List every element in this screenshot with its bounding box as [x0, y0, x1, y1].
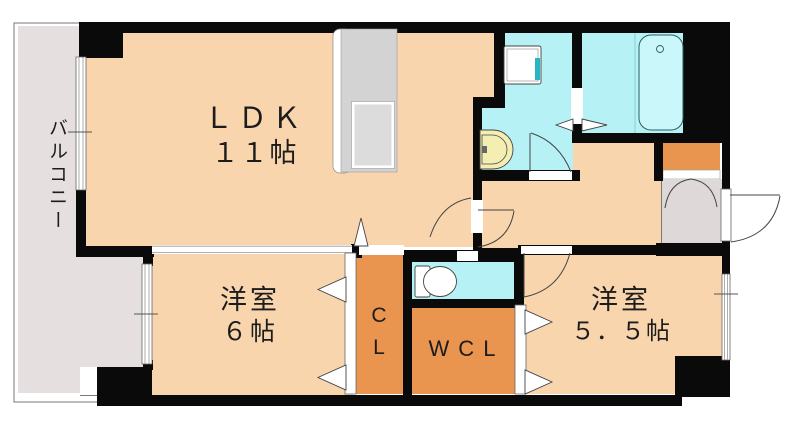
kitchen-sink-outline: [351, 101, 395, 169]
room55-label-name: 洋室: [591, 285, 651, 315]
bath-bifold-marker-left: [554, 118, 574, 132]
bathroom-door-gap: [571, 88, 583, 124]
wall-entrance-bottom: [656, 243, 730, 256]
room55-door-gap: [521, 246, 572, 254]
wall-bottom: [97, 395, 682, 406]
room55-door-arc: [523, 252, 571, 298]
toilet-bowl: [423, 266, 457, 297]
cl-label-c: C: [371, 304, 387, 327]
cl-fold-marker-top: [316, 276, 347, 303]
door-swings: [316, 118, 781, 395]
bath-bifold-marker-right: [581, 118, 608, 132]
ldk-fold-marker: [353, 217, 369, 247]
wall-room55-top: [518, 245, 730, 255]
shoe-cabinet-door-arcs: [664, 178, 718, 209]
toilet-door-arc: [477, 209, 515, 248]
wall-window6-top-stub: [143, 254, 153, 266]
ldk-label: ＬＤＫ １１帖: [168, 102, 342, 170]
shoe-cabinet-counter: [662, 169, 721, 180]
wall-right-below-window: [722, 358, 730, 396]
room6-label-name: 洋室: [220, 285, 280, 315]
openings: [68, 56, 738, 395]
wall-cabinet-left: [654, 133, 663, 181]
wall-left-segment: [76, 188, 86, 252]
ldk-label-name: ＬＤＫ: [203, 103, 306, 135]
cl-top-opening: [359, 245, 404, 255]
toilet-door-gap: [457, 251, 478, 261]
wall-toilet-wcl-divider: [412, 299, 516, 308]
wall-washroom-bottom: [477, 170, 580, 181]
vanity-counter: [479, 129, 514, 170]
entrance-floor: [661, 179, 722, 243]
washroom-door-arc: [529, 132, 572, 173]
wall-ldk-bottom-left-arm: [76, 246, 154, 257]
washer-faucet-mark: [535, 58, 540, 80]
wall-ldk-washroom-upper: [494, 30, 505, 107]
wcl-fold-marker-bottom: [524, 369, 554, 395]
shoe-cabinet: [663, 141, 720, 171]
wall-cl-top-stub: [351, 244, 362, 258]
cl-label: C L: [355, 300, 403, 363]
outline-lines: [13, 22, 662, 403]
ldk-floor: [85, 33, 495, 247]
wall-washroom-bath-upper: [572, 25, 582, 88]
room55-label-size: ５．５帖: [571, 317, 671, 345]
room6-label-size: ６帖: [221, 317, 278, 346]
washroom-door-gap: [529, 171, 572, 180]
walk-in-closet-wcl: [412, 305, 516, 394]
wall-hall-bottom: [473, 248, 524, 262]
fixtures: [332, 28, 684, 298]
walls: [76, 22, 730, 406]
balcony-outline: [13, 22, 97, 403]
wall-cl-toilet-left: [403, 250, 412, 397]
wall-washroom-step: [473, 97, 505, 108]
wcl-fold-marker-top: [524, 309, 554, 335]
vanity-handle: [482, 146, 487, 153]
wcl-label: WCL: [428, 336, 505, 361]
closet-cl: [355, 253, 403, 394]
ldk-door-arc: [429, 197, 472, 238]
wall-right-above-entry: [722, 143, 730, 191]
room-fills: [18, 25, 723, 395]
balcony-floor-extension: [80, 257, 143, 367]
vanity-bowl: [481, 134, 508, 165]
western-room-6-label: 洋室 ６帖: [172, 284, 328, 347]
ldk-balcony-window: [75, 56, 87, 191]
wall-ldk-hall-lower: [473, 233, 482, 252]
room55-window: [721, 273, 731, 361]
kitchen-sink: [351, 101, 395, 169]
cl-label-l: L: [373, 335, 385, 359]
wall-window6-bottom-stub: [143, 360, 153, 370]
entry-door-arc: [730, 194, 781, 243]
wall-top-right-block: [683, 22, 730, 143]
wall-top: [79, 22, 688, 33]
ldk-label-size: １１帖: [211, 138, 299, 169]
wall-right-below-entry: [722, 240, 730, 276]
western-room-6-floor: [152, 253, 353, 395]
wcl-folding-door-band: [514, 304, 527, 395]
bathtub: [638, 34, 684, 131]
cl-folding-door-band: [344, 252, 357, 395]
bathtub-drain: [656, 45, 664, 53]
ldk-room6-sliding-opening: [152, 245, 352, 254]
cl-fold-marker-bottom: [316, 364, 347, 391]
wall-toilet-right: [514, 250, 524, 308]
washing-machine-pan: [503, 45, 542, 85]
wall-top-left-corner: [79, 22, 123, 58]
balcony-floor: [18, 26, 80, 393]
ldk-hall-door-gap: [471, 200, 483, 233]
western-room-55-label: 洋室 ５．５帖: [532, 284, 710, 346]
wall-ldk-hall-upper: [473, 107, 482, 200]
wall-bottom-right-column: [675, 356, 730, 397]
wall-bathroom-bottom: [573, 133, 730, 143]
entry-door-frame: [720, 188, 732, 242]
balcony-label: バルコニー: [46, 118, 67, 233]
